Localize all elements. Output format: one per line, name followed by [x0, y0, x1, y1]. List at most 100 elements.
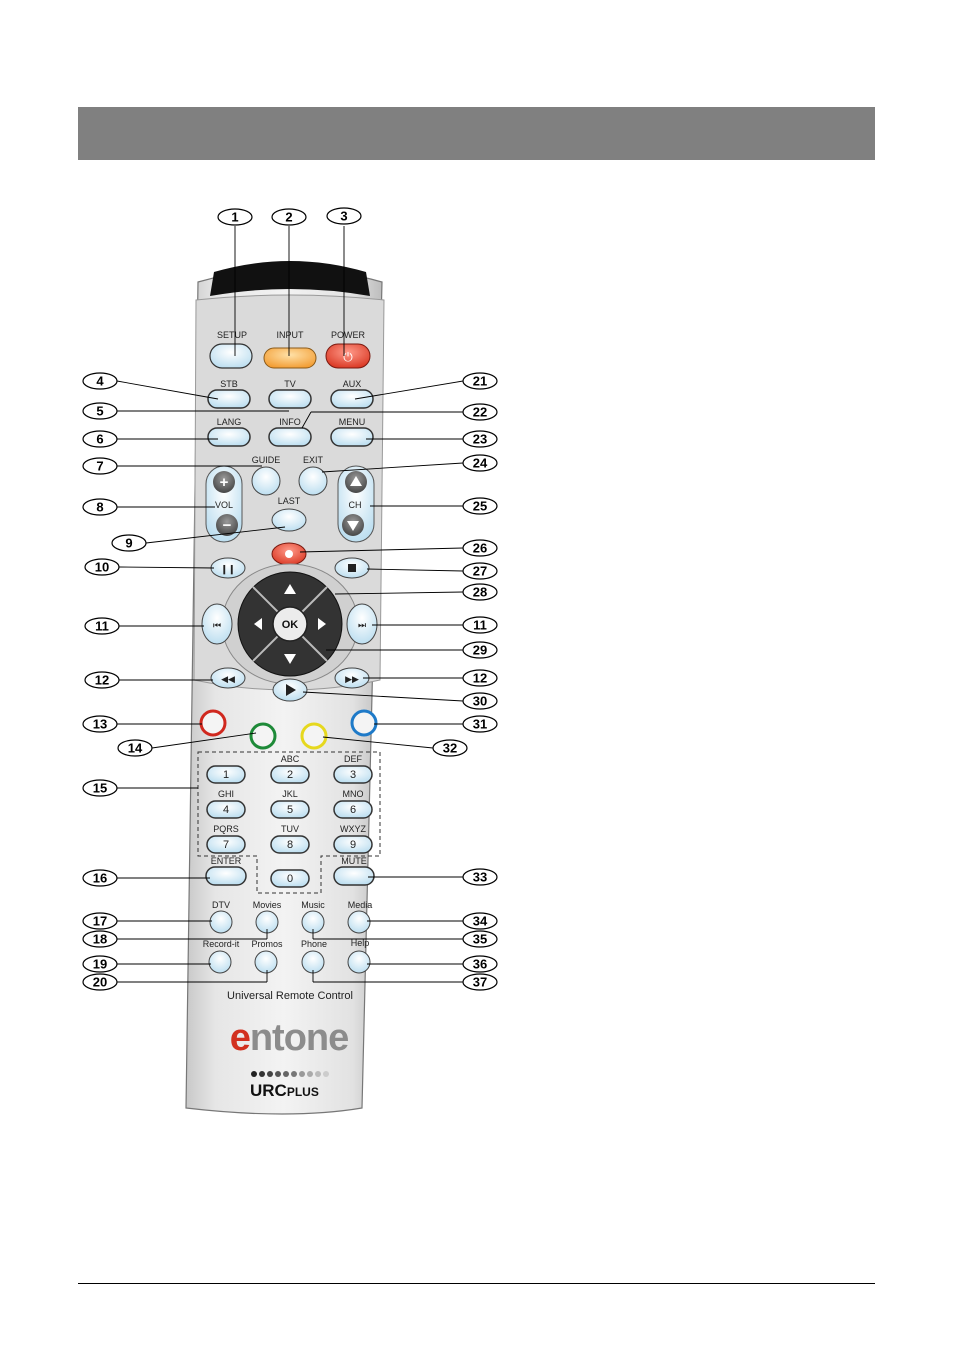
promos-button[interactable]: [254, 950, 278, 974]
vol-up-button[interactable]: [213, 471, 235, 493]
keypad-button[interactable]: [206, 765, 246, 784]
keypad-key-0[interactable]: 0: [270, 869, 310, 888]
keypad-letters: TUV: [281, 824, 299, 834]
keypad-button[interactable]: [333, 800, 373, 819]
callout-badge: [462, 692, 498, 710]
setup-button[interactable]: [209, 343, 253, 369]
callout-badge: [462, 912, 498, 930]
mode-buttons: STB TV AUX LANG INFO MENU: [207, 379, 374, 447]
red-color-button[interactable]: [199, 709, 227, 737]
callout-16: 16: [82, 869, 118, 887]
keypad-digit: 9: [350, 839, 356, 851]
transport-and-dpad: ❙❙ ⏮ ⏭ OK ◀◀ ▶▶: [201, 542, 378, 702]
callout-badge: [462, 641, 498, 659]
callout-17: 17: [82, 912, 118, 930]
aux-label: AUX: [343, 379, 362, 389]
callout-5: 5: [82, 402, 118, 420]
up-arrow-icon: [350, 476, 362, 486]
mute-label: MUTE: [341, 856, 367, 866]
next-track-button[interactable]: [346, 603, 378, 645]
menu-button[interactable]: [330, 427, 374, 447]
stb-button[interactable]: [207, 389, 251, 409]
enter-button[interactable]: [205, 866, 247, 886]
callout-badge: [111, 534, 147, 552]
power-button[interactable]: [325, 343, 371, 369]
vol-down-button[interactable]: [216, 514, 238, 536]
keypad-digit: 3: [350, 769, 356, 781]
exit-button[interactable]: [298, 466, 328, 496]
record-it-button[interactable]: [208, 950, 232, 974]
keypad-key-8[interactable]: TUV 8: [270, 824, 310, 854]
callout-35: 35: [462, 930, 498, 948]
last-button[interactable]: [271, 508, 307, 532]
keypad-button[interactable]: [270, 800, 310, 819]
input-button[interactable]: [263, 347, 317, 369]
media-button[interactable]: [347, 910, 371, 934]
callout-12: 12: [84, 671, 120, 689]
tv-button[interactable]: [268, 389, 312, 409]
green-color-button[interactable]: [249, 722, 277, 750]
dpad-down-icon: [284, 654, 296, 664]
urc-logo-main: URC: [250, 1081, 287, 1100]
callout-number: 4: [96, 374, 104, 389]
aux-button[interactable]: [330, 389, 374, 409]
callout-badge: [82, 973, 118, 991]
rewind-button[interactable]: [210, 667, 246, 689]
setup-label: SETUP: [217, 330, 247, 340]
info-button[interactable]: [268, 427, 312, 447]
dtv-button[interactable]: [209, 910, 233, 934]
keypad-button[interactable]: [270, 765, 310, 784]
callout-number: 27: [473, 564, 487, 579]
callout-number: 8: [96, 500, 103, 515]
guide-button[interactable]: [251, 466, 281, 496]
keypad-key-1[interactable]: 1: [206, 765, 246, 784]
yellow-color-button[interactable]: [300, 722, 328, 750]
help-button[interactable]: [347, 950, 371, 974]
callout-number: 23: [473, 432, 487, 447]
callout-number: 11: [473, 618, 487, 633]
callout-3: 3: [326, 207, 362, 225]
callout-badge: [82, 912, 118, 930]
phone-button[interactable]: [301, 950, 325, 974]
callout-37: 37: [462, 973, 498, 991]
power-label: POWER: [331, 330, 366, 340]
callout-number: 22: [473, 405, 487, 420]
section-header-bar: [78, 107, 875, 160]
callout-badge: [432, 739, 468, 757]
keypad-digit: 7: [223, 839, 229, 851]
callout-number: 7: [96, 459, 103, 474]
keypad-button[interactable]: [270, 835, 310, 854]
callout-30: 30: [462, 692, 498, 710]
callout-31: 31: [462, 715, 498, 733]
callout-number: 18: [93, 932, 107, 947]
mute-button[interactable]: [333, 866, 375, 886]
minus-icon: −: [223, 517, 232, 534]
callout-20: 20: [82, 973, 118, 991]
keypad-button[interactable]: [206, 800, 246, 819]
callout-badge: [82, 430, 118, 448]
callout-badge: [82, 955, 118, 973]
callout-number: 17: [93, 914, 107, 929]
ok-button[interactable]: [272, 606, 308, 642]
prev-track-button[interactable]: [201, 603, 233, 645]
enter-label: ENTER: [211, 856, 242, 866]
keypad-button[interactable]: [206, 835, 246, 854]
keypad-button[interactable]: [333, 765, 373, 784]
blue-color-button[interactable]: [350, 709, 378, 737]
lang-button[interactable]: [207, 427, 251, 447]
callout-badge: [82, 498, 118, 516]
callout-badge: [84, 558, 120, 576]
keypad-button[interactable]: [333, 835, 373, 854]
down-arrow-icon: [347, 521, 359, 531]
keypad-button[interactable]: [270, 869, 310, 888]
keypad-letters: ABC: [281, 754, 300, 764]
callout-number: 16: [93, 871, 107, 886]
keypad-digit: 8: [287, 839, 293, 851]
